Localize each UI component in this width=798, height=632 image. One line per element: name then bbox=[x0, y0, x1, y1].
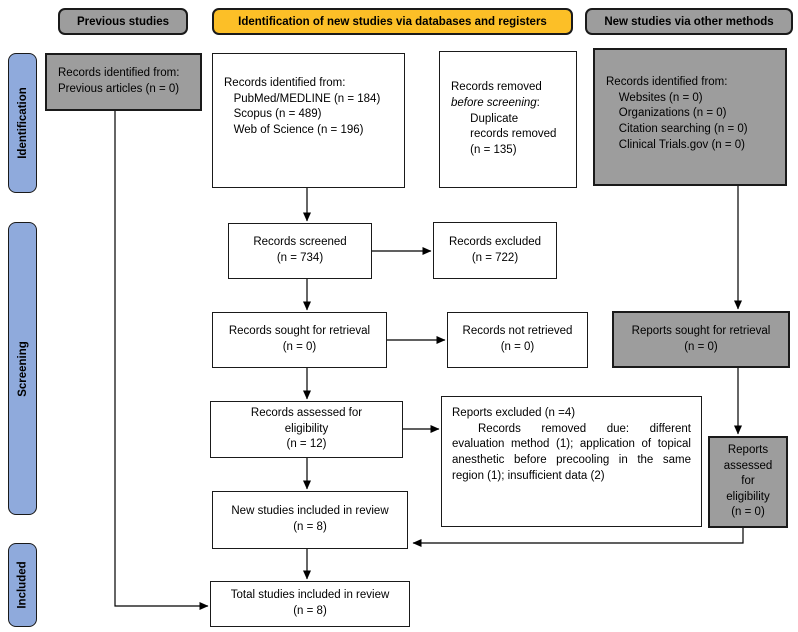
phase-label-included: Included bbox=[8, 543, 37, 627]
box-other-records: Records identified from: Websites (n = 0… bbox=[593, 48, 787, 186]
phase-label-included-text: Included bbox=[16, 561, 29, 609]
box-reports-excluded: Reports excluded (n =4) Records removed … bbox=[441, 396, 702, 527]
box-reports-sought: Reports sought for retrieval (n = 0) bbox=[612, 311, 790, 368]
box-database-records: Records identified from: PubMed/MEDLINE … bbox=[212, 53, 405, 188]
box-records-assessed: Records assessed for eligibility (n = 12… bbox=[210, 401, 403, 458]
box-total-studies-included: Total studies included in review (n = 8) bbox=[210, 581, 410, 627]
arrow-reportsassessed-to-newstudies bbox=[412, 528, 744, 547]
box-reports-excluded-title: Reports excluded (n =4) bbox=[452, 407, 576, 419]
box-records-screened: Records screened (n = 734) bbox=[228, 223, 372, 279]
box-reports-assessed: Reports assessed for eligibility (n = 0) bbox=[708, 436, 788, 528]
box-records-excluded: Records excluded (n = 722) bbox=[433, 222, 557, 279]
box-records-sought: Records sought for retrieval (n = 0) bbox=[212, 312, 387, 368]
header-other-methods: New studies via other methods bbox=[585, 8, 793, 35]
box-reports-excluded-body: Records removed due: different evaluatio… bbox=[452, 422, 691, 482]
phase-label-screening: Screening bbox=[8, 222, 37, 515]
box-new-studies-included: New studies included in review (n = 8) bbox=[212, 491, 408, 549]
box-records-removed-text: Records removed before screening: Duplic… bbox=[451, 81, 557, 156]
phase-label-identification: Identification bbox=[8, 53, 37, 193]
header-previous-studies: Previous studies bbox=[58, 8, 188, 35]
box-records-not-retrieved: Records not retrieved (n = 0) bbox=[447, 312, 588, 368]
phase-label-identification-text: Identification bbox=[16, 87, 29, 159]
box-previous-records: Records identified from: Previous articl… bbox=[45, 53, 202, 111]
box-records-removed: Records removed before screening: Duplic… bbox=[439, 51, 577, 188]
arrow-previous-to-total bbox=[114, 111, 209, 610]
header-identification-databases: Identification of new studies via databa… bbox=[212, 8, 573, 35]
phase-label-screening-text: Screening bbox=[16, 340, 29, 397]
